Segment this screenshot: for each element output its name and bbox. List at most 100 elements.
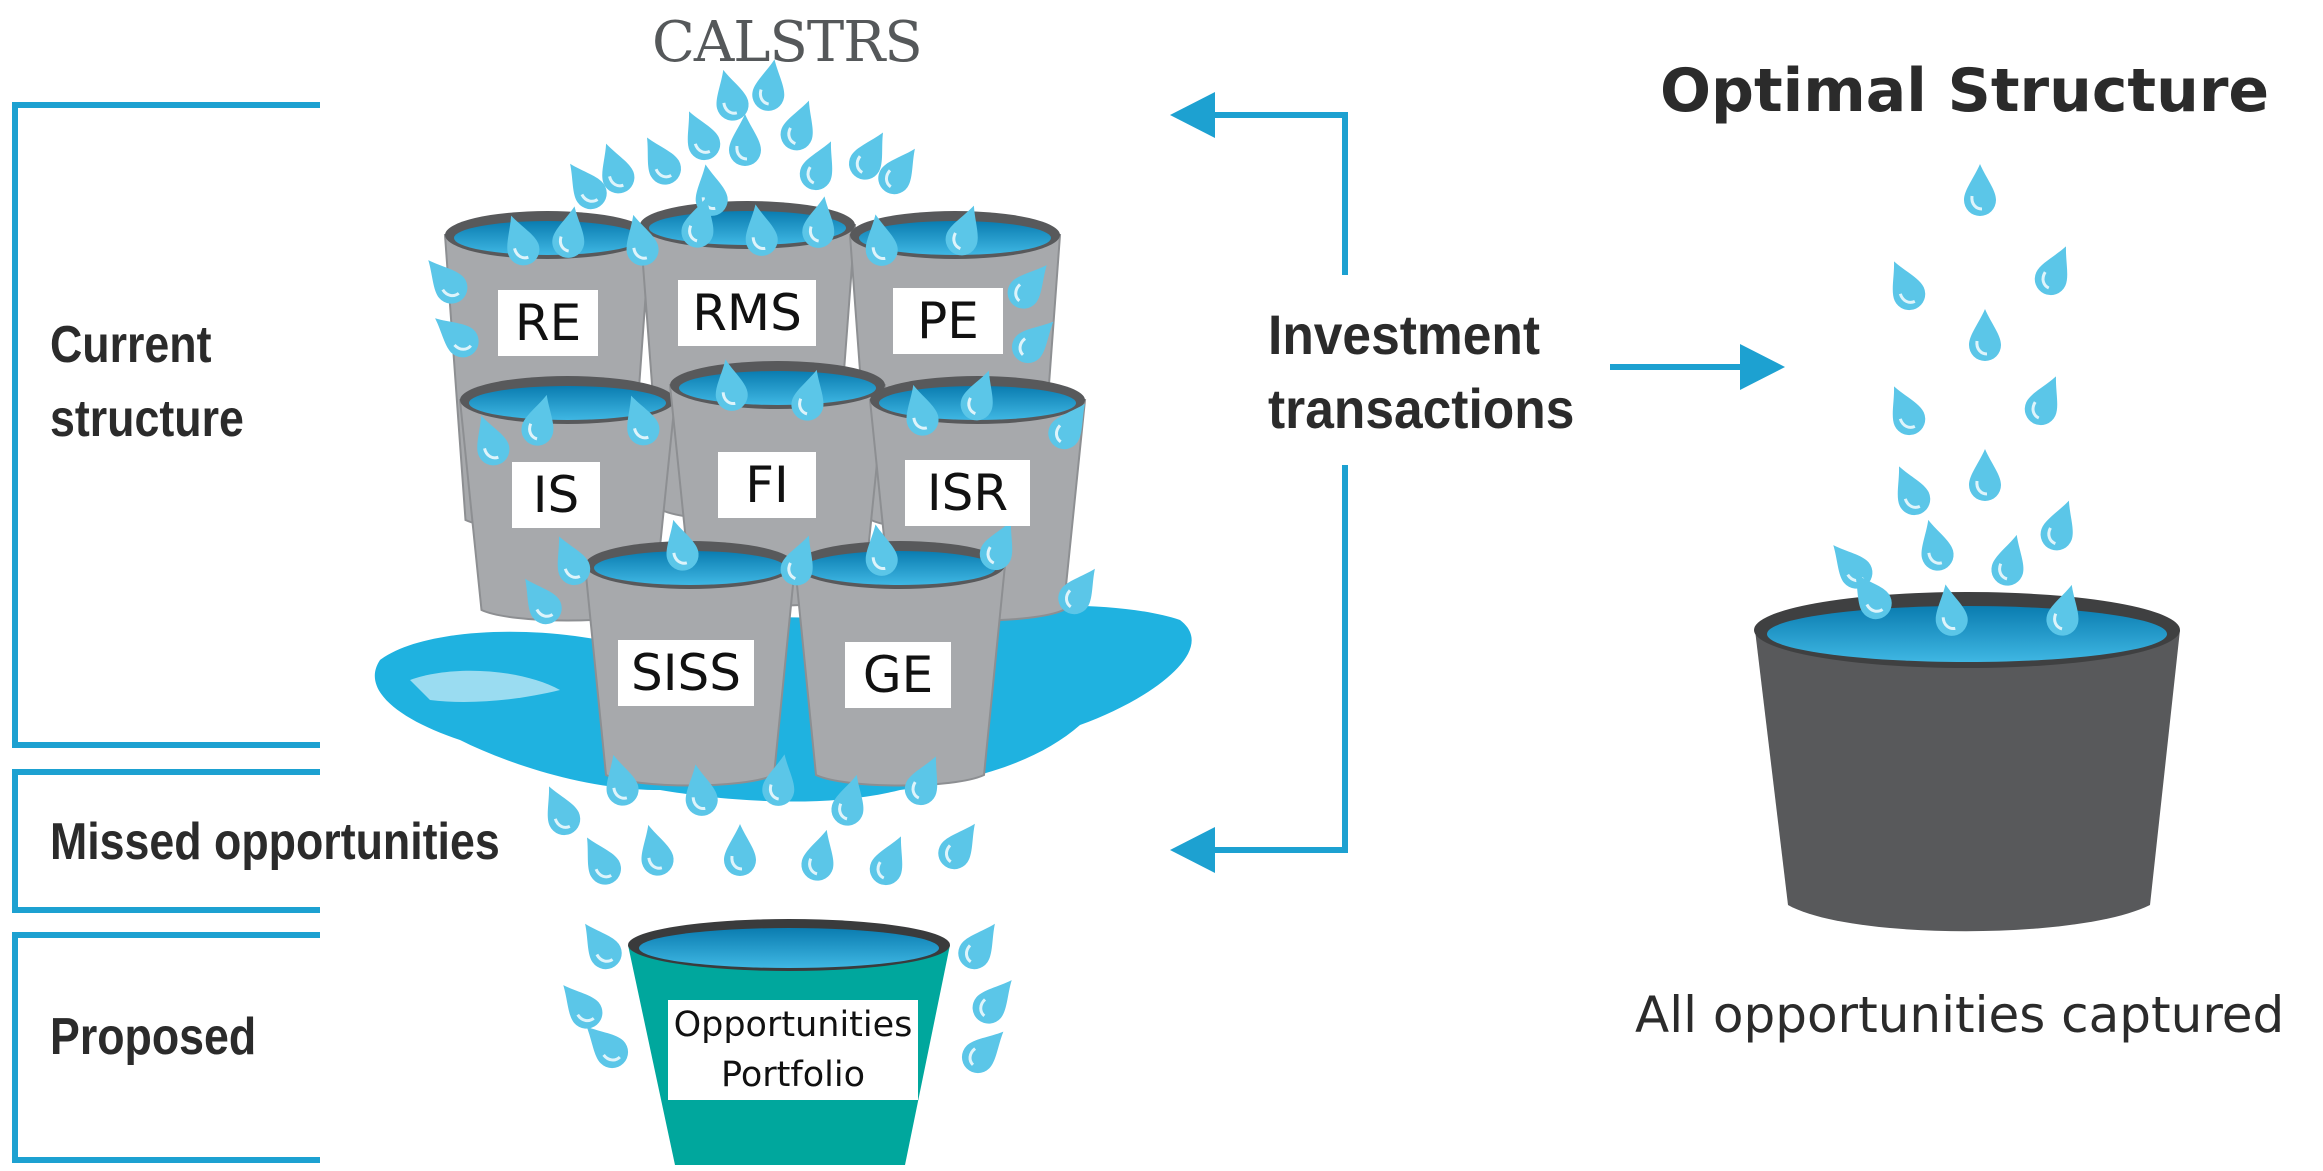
water-drop <box>1921 519 1954 571</box>
water-drop <box>802 196 835 248</box>
water-drop <box>715 359 748 411</box>
water-drop <box>563 985 603 1029</box>
water-drop <box>799 141 833 191</box>
water-drop <box>938 823 975 870</box>
arrow-head-right <box>1740 344 1785 390</box>
water-drop <box>904 756 938 806</box>
investment-arrows <box>1200 112 1750 853</box>
label-missed-opportunities: Missed opportunities <box>50 813 500 871</box>
water-drop <box>585 923 622 970</box>
label-current-structure: Current structure <box>50 308 244 456</box>
water-drop <box>627 395 660 446</box>
bucket-label-isr: ISR <box>905 460 1030 526</box>
water-drop <box>586 1026 629 1069</box>
water-drop <box>587 837 621 885</box>
opportunities-line1: Opportunities <box>673 1005 913 1045</box>
bucket-label-fi: FI <box>718 452 816 518</box>
water-drop <box>1058 568 1095 615</box>
bracket-current <box>12 102 320 748</box>
water-drop <box>1964 164 1996 216</box>
water-drop <box>945 205 978 256</box>
water-drop <box>865 524 898 576</box>
water-drop <box>849 132 883 180</box>
water-drop <box>666 519 699 571</box>
water-drop <box>2046 584 2079 636</box>
water-drop <box>606 754 639 806</box>
water-drop <box>547 786 581 836</box>
water-drop <box>791 369 824 421</box>
water-drop <box>961 1031 1004 1074</box>
water-droplets <box>428 59 2079 1074</box>
water-drop <box>745 204 778 256</box>
arrow-head-top <box>1170 92 1215 138</box>
water-drop <box>1991 534 2024 586</box>
bucket-label-re: RE <box>498 290 598 356</box>
water-drop <box>1892 386 1926 436</box>
water-drop <box>685 764 718 816</box>
water-drop <box>831 774 864 826</box>
water-drop <box>2040 500 2073 551</box>
bracket-proposed <box>12 932 320 1163</box>
opportunities-line2: Portfolio <box>721 1055 865 1095</box>
investment-transactions-label: Investment transactions <box>1268 298 1574 446</box>
investment-line1: Investment <box>1268 303 1540 366</box>
water-drop <box>1011 321 1054 364</box>
water-drop <box>1935 584 1968 636</box>
label-proposed: Proposed <box>50 1008 257 1066</box>
optimal-structure-title: Optimal Structure <box>1660 56 2270 126</box>
bucket-label-ge: GE <box>845 642 951 708</box>
water-drop <box>960 370 993 421</box>
water-drop <box>1855 573 1892 620</box>
water-drop <box>878 148 915 195</box>
bucket-label-is: IS <box>512 462 600 528</box>
water-drop <box>626 214 659 266</box>
water-drop <box>724 824 756 876</box>
water-drop <box>647 137 681 185</box>
bracket-missed <box>12 769 320 913</box>
bucket-label-pe: PE <box>893 288 1003 354</box>
bucket-label-siss: SISS <box>618 640 754 706</box>
water-drop <box>979 521 1013 571</box>
water-drop <box>507 215 540 266</box>
water-drop <box>801 829 834 881</box>
water-drop <box>729 114 761 166</box>
water-drop <box>687 111 721 161</box>
bucket-label-rms: RMS <box>678 280 816 346</box>
water-drop <box>521 394 554 446</box>
water-drop <box>1897 466 1931 516</box>
water-drop <box>681 196 714 248</box>
water-drop <box>2034 246 2068 296</box>
water-drop <box>716 69 749 121</box>
all-opportunities-captured-caption: All opportunities captured <box>1635 986 2285 1044</box>
water-drop <box>1969 449 2001 501</box>
water-drop <box>552 206 585 258</box>
water-drop <box>1048 403 1085 450</box>
water-drop <box>2024 376 2058 426</box>
water-drop <box>641 824 674 876</box>
optimal-bucket <box>1754 592 2180 932</box>
water-drop <box>780 535 813 586</box>
opportunities-portfolio-label: Opportunities Portfolio <box>668 1000 918 1100</box>
water-drop <box>869 836 903 886</box>
water-puddle-highlight <box>410 670 560 702</box>
arrow-head-bottom <box>1170 827 1215 873</box>
water-drop <box>762 754 795 806</box>
water-drop <box>1892 261 1926 311</box>
water-drop <box>557 536 591 586</box>
water-drop <box>865 214 898 266</box>
investment-line2: transactions <box>1268 377 1575 440</box>
water-drop <box>958 923 995 970</box>
water-drop <box>1007 265 1047 309</box>
water-drop <box>428 260 468 304</box>
water-drop <box>906 384 939 436</box>
calstrs-logo: CALSTRS <box>652 10 923 75</box>
water-drop <box>477 415 510 466</box>
water-drop <box>752 59 785 111</box>
water-drop <box>1969 309 2001 361</box>
water-drop <box>780 100 813 151</box>
label-current-line1: Current <box>50 316 212 374</box>
water-drop <box>525 578 562 625</box>
water-drop <box>972 980 1012 1024</box>
water-drop <box>435 318 479 358</box>
water-drop <box>570 163 607 210</box>
